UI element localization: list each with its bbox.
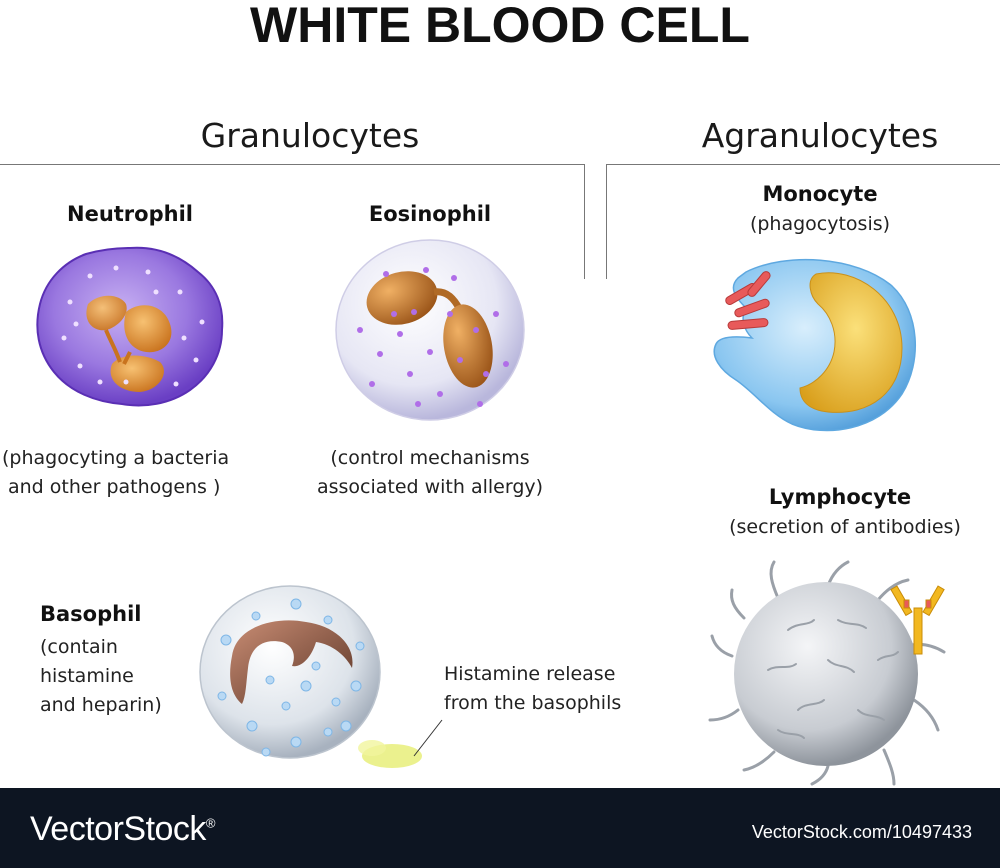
neutrophil-nucleus-lobe-1 [86, 295, 127, 331]
eosinophil-cytoplasm [335, 239, 525, 421]
lymphocyte-desc: (secretion of antibodies) [729, 516, 961, 538]
basophil-name: Basophil [40, 602, 142, 626]
monocyte-bacteria [725, 271, 771, 330]
eosinophil-nucleus-lobe-1 [366, 271, 438, 325]
page-title: WHITE BLOOD CELL [250, 0, 750, 53]
eosinophil-desc-line1: (control mechanisms [330, 447, 530, 469]
neutrophil-granules [61, 265, 205, 387]
basophil-desc-line2: histamine [40, 665, 134, 687]
agranulocytes-bracket [606, 164, 1000, 279]
histamine-leader-line [413, 719, 443, 757]
group-agranulocytes-label: Agranulocytes [701, 116, 939, 155]
histamine-callout-line1: Histamine release [444, 663, 616, 685]
neutrophil-nucleus-lobe-2 [124, 305, 172, 353]
eosinophil-desc-line2: associated with allergy) [316, 476, 544, 498]
monocyte-desc: (phagocytosis) [749, 213, 891, 235]
monocyte-nucleus [799, 272, 903, 413]
basophil-nucleus [230, 620, 353, 704]
group-granulocytes-label: Granulocytes [200, 116, 420, 155]
eosinophil-nucleus-lobe-2 [443, 304, 493, 388]
neutrophil-desc-line1: (phagocyting a bacteria [2, 447, 230, 469]
lymphocyte-illustration [708, 560, 946, 786]
histamine-callout-line2: from the basophils [444, 692, 622, 714]
neutrophil-name: Neutrophil [67, 202, 193, 226]
lymphocyte-microvilli [708, 560, 946, 786]
basophil-illustration [199, 585, 443, 768]
basophil-cytoplasm [199, 585, 381, 759]
basophil-granules [217, 598, 365, 757]
watermark-footer: VectorStock® VectorStock.com/10497433 [0, 788, 1000, 868]
monocyte-name: Monocyte [762, 182, 878, 206]
basophil-desc-line1: (contain [40, 636, 118, 658]
neutrophil-desc-line2: and other pathogens ) [8, 476, 221, 498]
neutrophil-illustration [36, 246, 224, 407]
lymphocyte-body [734, 582, 918, 766]
vectorstock-logo: VectorStock® [30, 810, 216, 848]
granulocytes-bracket [0, 164, 585, 279]
lymphocyte-name: Lymphocyte [768, 485, 912, 509]
eosinophil-granules [357, 267, 509, 407]
antibody-icon [890, 585, 945, 655]
eosinophil-name: Eosinophil [368, 202, 492, 226]
eosinophil-illustration [335, 239, 525, 421]
monocyte-illustration [713, 258, 917, 432]
vectorstock-url: VectorStock.com/10497433 [751, 822, 972, 842]
basophil-desc-line3: and heparin) [40, 694, 162, 716]
